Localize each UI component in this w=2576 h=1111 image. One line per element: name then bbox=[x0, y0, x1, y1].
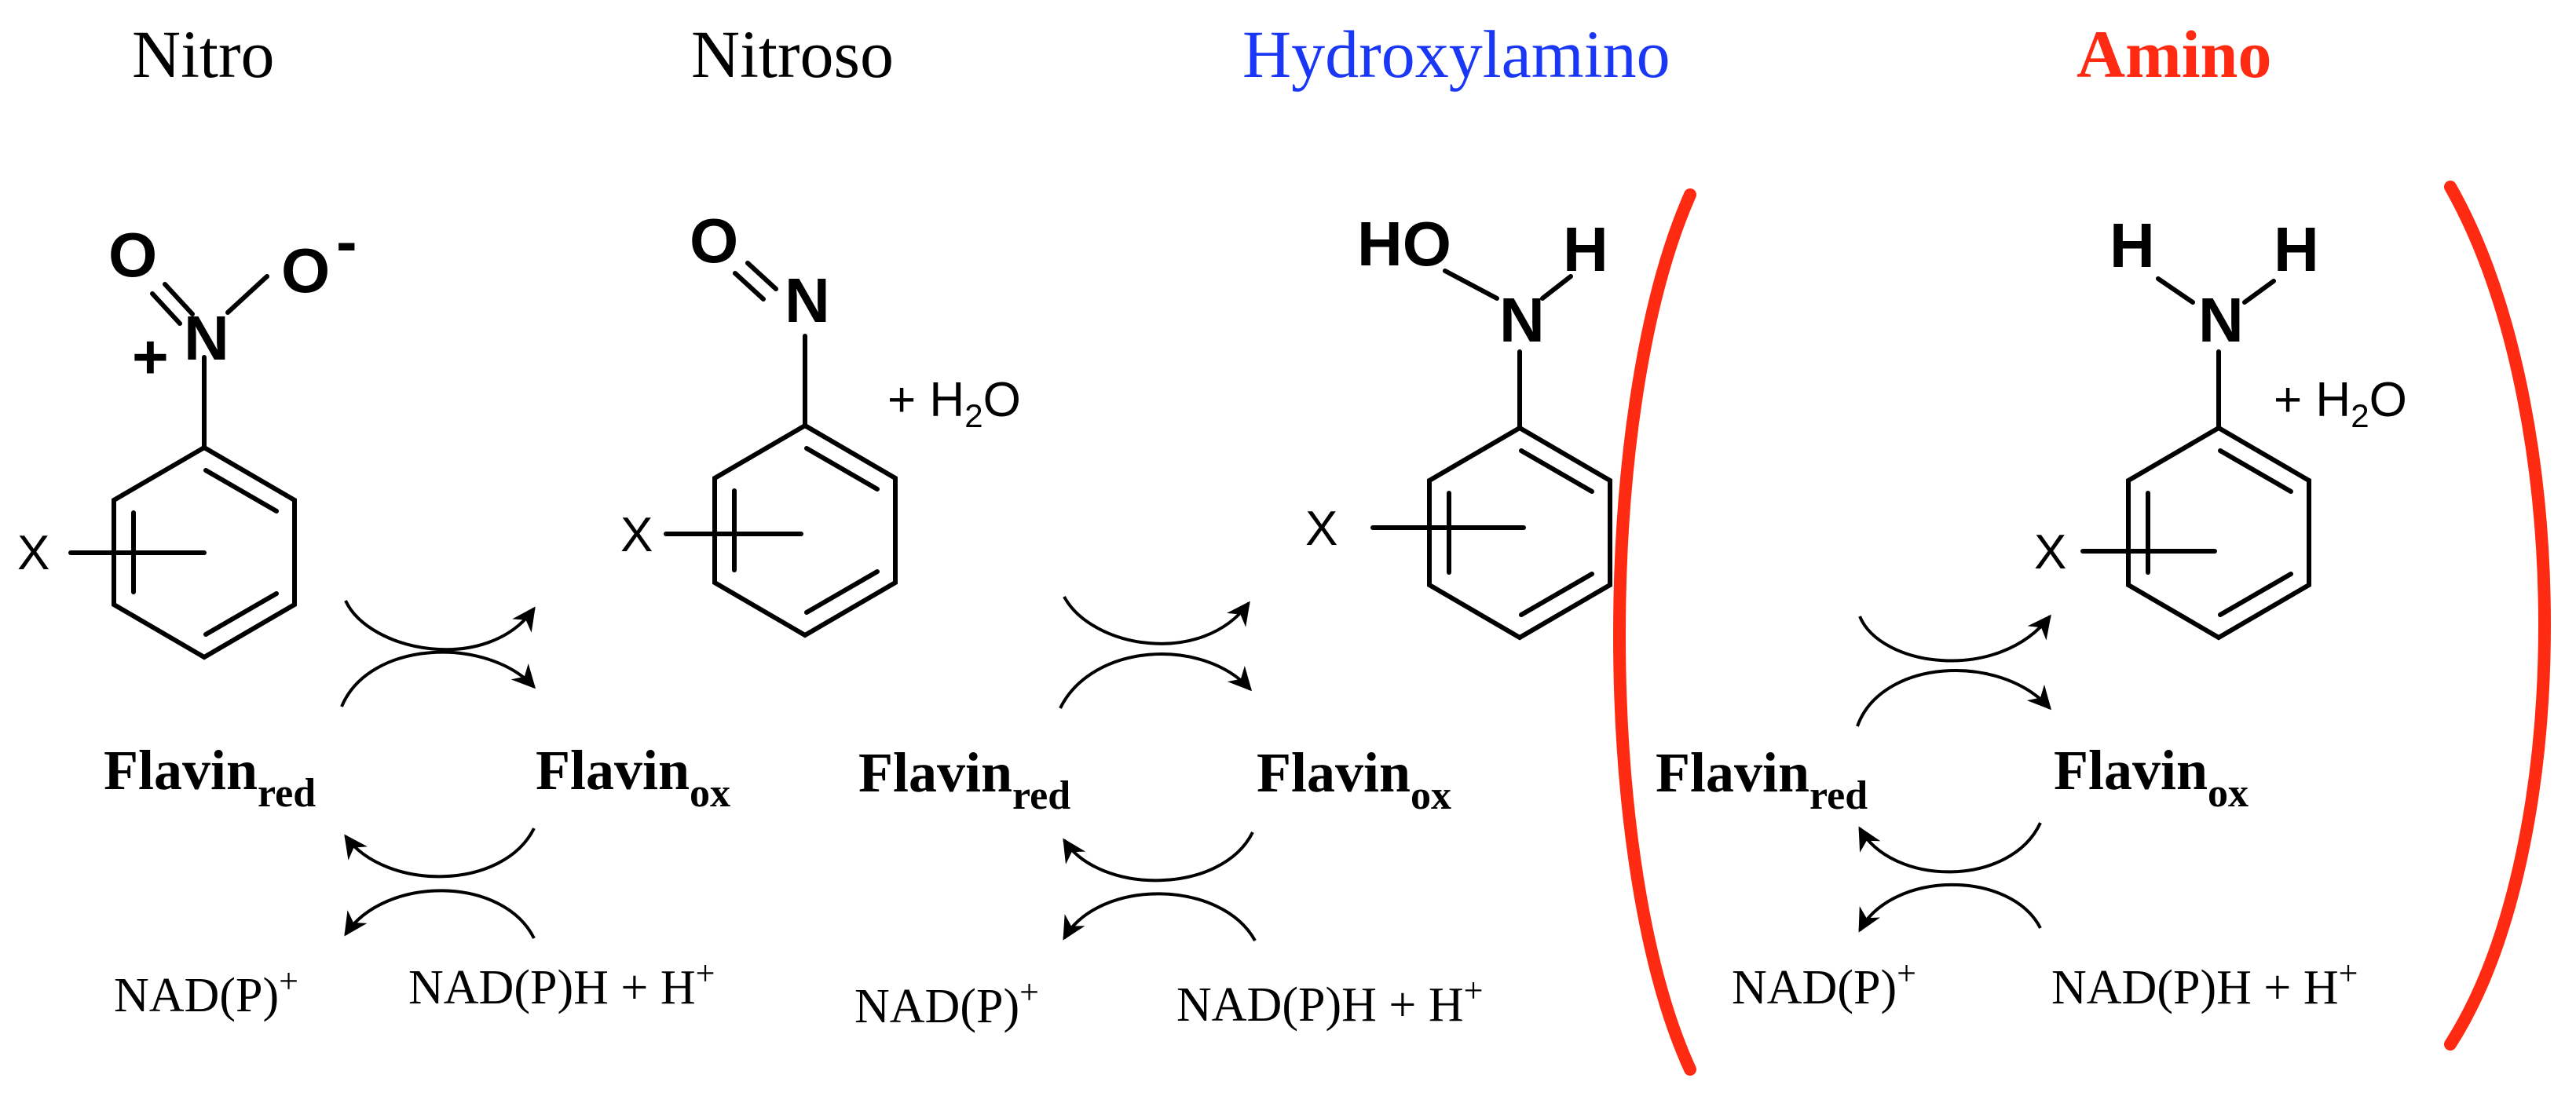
nadp-plus: NAD(P)+ bbox=[114, 962, 298, 1022]
reaction-arrow bbox=[1059, 652, 1253, 709]
flavin-oxidized: Flavinox bbox=[2054, 739, 2249, 816]
title-nitro: Nitro bbox=[132, 16, 275, 92]
nadph: NAD(P)H + H+ bbox=[2051, 954, 2358, 1014]
nitroso-structure: X N O + H2O bbox=[620, 206, 1021, 638]
hydroxylamino-ho: HO bbox=[1357, 209, 1451, 279]
hydroxylamino-h: H bbox=[1563, 214, 1608, 284]
flavin-oxidized: Flavinox bbox=[536, 739, 730, 816]
nitro-structure: X N + O O - bbox=[17, 206, 357, 660]
nitro-o-right: O bbox=[281, 236, 330, 305]
amino-h-right: H bbox=[2274, 214, 2319, 284]
title-hydroxylamino: Hydroxylamino bbox=[1242, 16, 1670, 92]
reaction-arrow bbox=[1063, 831, 1254, 883]
benzene-ring bbox=[2126, 425, 2311, 641]
reaction-arrow bbox=[1858, 883, 2042, 933]
reaction-arrow bbox=[1063, 596, 1250, 645]
water-product-1: + H2O bbox=[887, 373, 1021, 434]
benzene-ring bbox=[112, 444, 297, 660]
reaction-arrow bbox=[340, 650, 536, 707]
nitro-plus: + bbox=[132, 322, 169, 392]
substituent-x: X bbox=[2034, 525, 2066, 579]
benzene-ring bbox=[712, 422, 898, 638]
nitroso-n: N bbox=[785, 265, 830, 335]
reaction-arrow bbox=[344, 600, 536, 652]
hydroxylamino-n: N bbox=[1499, 285, 1545, 355]
reaction-arrow bbox=[1858, 822, 2042, 874]
amino-n: N bbox=[2198, 285, 2244, 355]
benzene-ring bbox=[1427, 425, 1612, 641]
nitro-o-left: O bbox=[108, 220, 157, 290]
hydroxylamino-structure: X N HO H bbox=[1305, 209, 1612, 641]
flavin-oxidized: Flavinox bbox=[1257, 741, 1451, 818]
nadph: NAD(P)H + H+ bbox=[1176, 971, 1483, 1032]
title-nitroso: Nitroso bbox=[691, 16, 894, 92]
amino-structure: X N H H + H2O bbox=[2034, 210, 2407, 641]
nitro-minus: - bbox=[336, 206, 357, 276]
reaction-arrow bbox=[1856, 669, 2052, 727]
reaction-arrow bbox=[344, 889, 536, 939]
substituent-x: X bbox=[620, 508, 653, 562]
flavin-reduced: Flavinred bbox=[1656, 741, 1868, 818]
nadph: NAD(P)H + H+ bbox=[408, 954, 715, 1014]
flavin-reduced: Flavinred bbox=[104, 739, 316, 816]
reaction-arrow bbox=[344, 828, 536, 879]
title-amino: Amino bbox=[2077, 16, 2271, 92]
flavin-cycle-3: Flavinred Flavinox NAD(P)+ NAD(P)H + H+ bbox=[1656, 614, 2358, 1014]
amino-h-left: H bbox=[2109, 210, 2155, 280]
nadp-plus: NAD(P)+ bbox=[854, 973, 1039, 1033]
flavin-cycle-2: Flavinred Flavinox NAD(P)+ NAD(P)H + H+ bbox=[854, 596, 1483, 1033]
flavin-reduced: Flavinred bbox=[858, 741, 1070, 818]
flavin-cycle-1: Flavinred Flavinox NAD(P)+ NAD(P)H + H+ bbox=[104, 600, 730, 1022]
right-bracket bbox=[2444, 181, 2551, 1051]
water-product-2: + H2O bbox=[2274, 373, 2407, 434]
nadp-plus: NAD(P)+ bbox=[1732, 954, 1916, 1014]
substituent-x: X bbox=[1305, 502, 1337, 556]
nitroso-o: O bbox=[690, 206, 738, 276]
reaction-arrow bbox=[1063, 892, 1257, 941]
substituent-x: X bbox=[17, 526, 49, 580]
left-bracket bbox=[1613, 188, 1696, 1076]
reaction-arrow bbox=[1858, 614, 2051, 663]
